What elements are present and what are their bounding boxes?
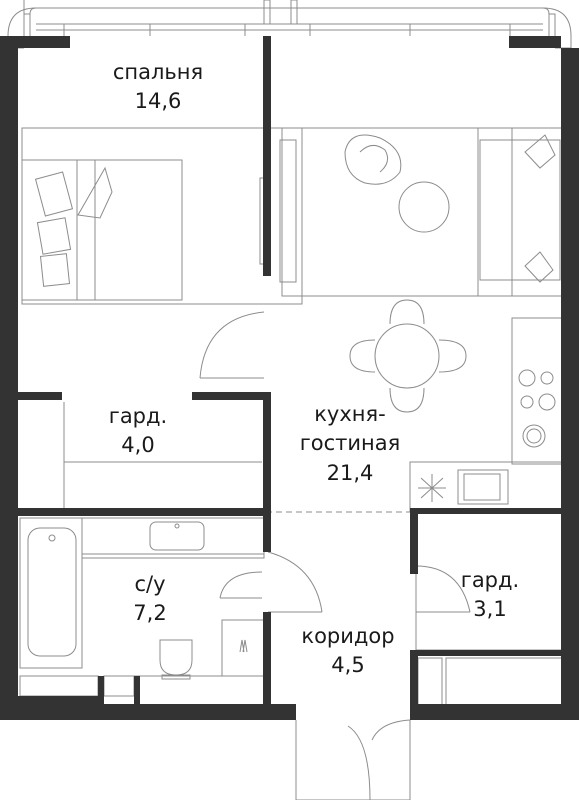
- bathroom-area: 7,2: [133, 601, 167, 626]
- corridor-area: 4,5: [331, 653, 365, 678]
- bedroom-door: [199, 311, 265, 379]
- corridor-name: коридор: [301, 624, 395, 648]
- top-window-frame: [7, 0, 572, 49]
- bathroom-label: с/у 7,2: [110, 570, 190, 629]
- kitchen-living-label: кухня- гостиная 21,4: [280, 400, 420, 488]
- closet-hall-name: гард.: [460, 568, 520, 592]
- bathroom-name: с/у: [134, 572, 166, 596]
- dining-table: [349, 299, 467, 413]
- closet-shelves: [63, 402, 262, 508]
- hall-storage: [417, 657, 563, 711]
- corridor-label: коридор 4,5: [278, 622, 418, 681]
- entrance-door: [295, 719, 411, 800]
- walls: [0, 36, 579, 720]
- closet-main-area: 4,0: [121, 433, 155, 458]
- bath-vanity: [81, 517, 265, 559]
- toilet: [159, 639, 193, 680]
- bedroom-label: спальня 14,6: [88, 58, 228, 117]
- living-furniture: [279, 127, 563, 297]
- closet-hall-label: гард. 3,1: [440, 566, 540, 625]
- kitchen-living-name-2: гостиная: [299, 431, 401, 456]
- bed: [21, 127, 303, 305]
- bath-bottom-cabinet: [19, 675, 266, 697]
- bedroom-name: спальня: [112, 60, 204, 84]
- closet-main-label: гард. 4,0: [78, 402, 198, 461]
- closet-hall-area: 3,1: [473, 597, 507, 622]
- bathtub: [19, 517, 83, 669]
- bathroom-door: [219, 571, 265, 677]
- kitchen-living-area: 21,4: [326, 460, 374, 485]
- bedroom-area: 14,6: [134, 89, 182, 114]
- closet-main-name: гард.: [108, 404, 168, 428]
- kitchen-counter: [409, 317, 563, 513]
- corridor-door-swing: [267, 551, 323, 613]
- kitchen-living-name-1: кухня-: [314, 402, 386, 426]
